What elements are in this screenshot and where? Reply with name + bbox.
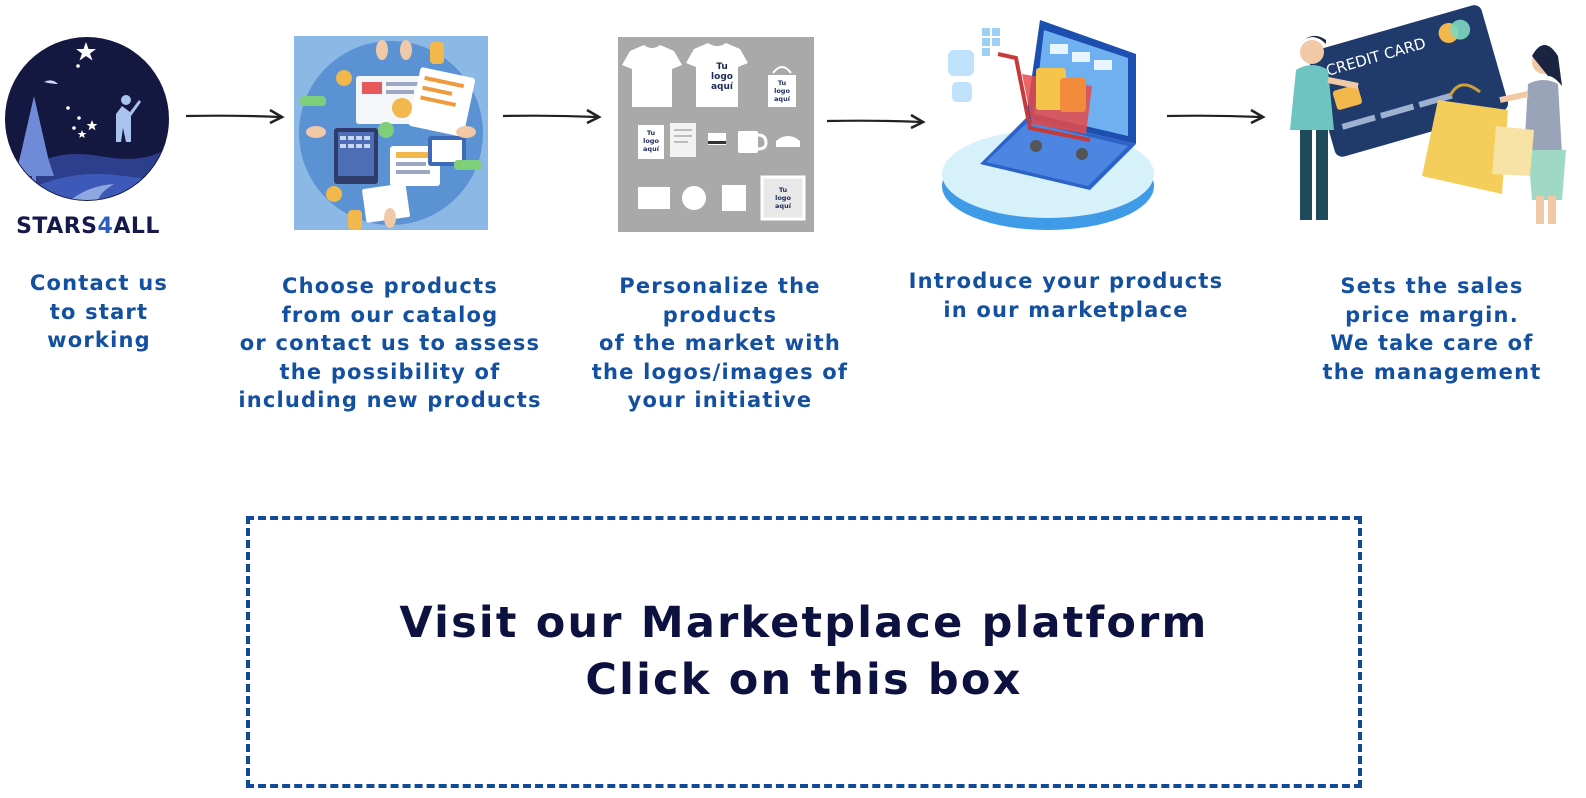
step-2-illustration <box>294 36 488 230</box>
marketplace-link-box[interactable]: Visit our Marketplace platform Click on … <box>246 516 1362 788</box>
logo-text-four: 4 <box>97 214 114 239</box>
cta-line-1: Visit our Marketplace platform <box>399 598 1209 648</box>
mockup-label-shirt: Tu logo aquí <box>711 62 734 92</box>
svg-text:aquí: aquí <box>643 145 660 153</box>
svg-text:aquí: aquí <box>711 82 734 92</box>
arrow-right-icon <box>826 113 926 130</box>
svg-text:Tu: Tu <box>716 62 728 72</box>
step-3-caption: Personalize the products of the market w… <box>591 274 849 412</box>
svg-text:aquí: aquí <box>774 95 791 103</box>
svg-text:Tu: Tu <box>779 186 788 194</box>
step-5-caption: Sets the sales price margin. We take car… <box>1322 274 1542 384</box>
step-2-caption: Choose products from our catalog or cont… <box>238 274 542 412</box>
credit-card-shopping-icon: CREDIT CARD <box>1290 5 1566 224</box>
arrow-right-icon <box>502 108 602 125</box>
shopping-cart-laptop-icon <box>942 20 1154 230</box>
team-catalog-icon <box>294 36 488 230</box>
svg-text:Tu: Tu <box>778 79 787 87</box>
logo-text-all: ALL <box>113 214 160 239</box>
logo-text-stars: STARS <box>16 214 98 239</box>
svg-text:logo: logo <box>711 72 733 82</box>
arrow-right-icon <box>185 108 285 125</box>
stars4all-logo: STARS4ALL <box>4 36 170 246</box>
svg-text:Tu: Tu <box>647 129 656 137</box>
branded-products-icon: Tu logo aquí Tu logo aquí Tu logo aquí <box>618 37 814 232</box>
arrow-right-icon <box>1166 108 1266 125</box>
svg-text:aquí: aquí <box>775 202 792 210</box>
svg-text:logo: logo <box>774 87 790 95</box>
step-3-illustration: Tu logo aquí Tu logo aquí Tu logo aquí <box>618 37 814 232</box>
svg-text:logo: logo <box>775 194 791 202</box>
step-5-illustration: CREDIT CARD <box>1282 0 1572 232</box>
logo-wordmark: STARS4ALL <box>6 214 170 239</box>
step-4-caption: Introduce your products in our marketpla… <box>908 269 1224 322</box>
step-1-caption: Contact us to start working <box>29 271 169 352</box>
stars4all-logo-icon <box>5 37 169 201</box>
step-4-illustration <box>940 14 1156 232</box>
cta-line-2: Click on this box <box>585 655 1023 705</box>
svg-text:logo: logo <box>643 137 659 145</box>
